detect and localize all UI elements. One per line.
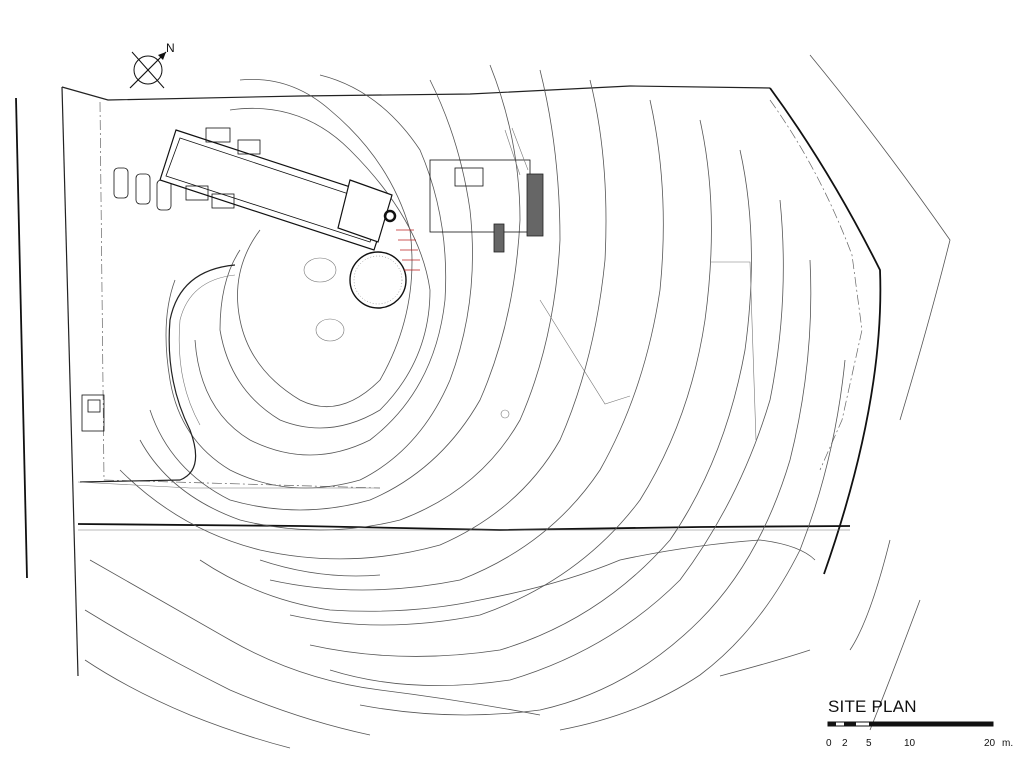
north-label: N bbox=[166, 41, 175, 55]
scale-tick: 20 bbox=[984, 738, 996, 749]
contour-lines bbox=[84, 54, 951, 749]
outbuilding-small bbox=[81, 394, 105, 432]
scale-tick: 2 bbox=[842, 738, 848, 749]
round-tank bbox=[349, 209, 407, 309]
stairs bbox=[396, 229, 420, 271]
driveway bbox=[77, 264, 380, 489]
main-house bbox=[159, 127, 393, 251]
scale-bar bbox=[827, 721, 994, 727]
property-boundary bbox=[61, 85, 882, 677]
scale-unit: m. bbox=[1002, 738, 1014, 749]
annex-buildings bbox=[429, 127, 544, 253]
scale-tick: 0 bbox=[826, 738, 832, 749]
setback-lines bbox=[99, 99, 863, 489]
scale-tick: 5 bbox=[866, 738, 872, 749]
drawing-title: SITE PLAN bbox=[828, 697, 917, 716]
scale-tick: 10 bbox=[904, 738, 916, 749]
parking-cars bbox=[113, 167, 172, 211]
rock-features bbox=[303, 257, 757, 441]
north-arrow-icon bbox=[129, 51, 167, 89]
road-edge-line bbox=[15, 97, 28, 579]
